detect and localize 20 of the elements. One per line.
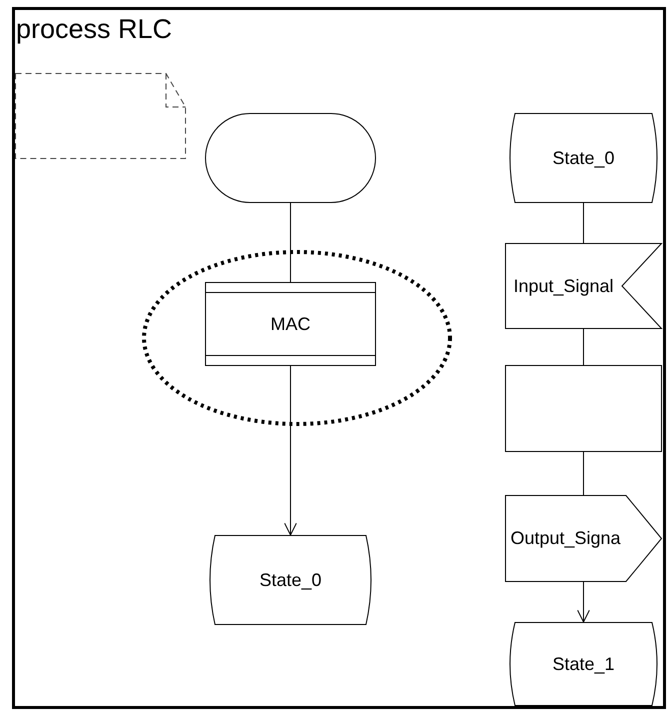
symbol-label: State_0 (552, 148, 615, 168)
symbol-label: State_0 (259, 570, 322, 590)
flow-line (583, 328, 584, 366)
symbol-label: MAC (270, 314, 310, 334)
flow-line (290, 202, 291, 282)
flow-arrow (284, 366, 297, 536)
output-signal-symbol (505, 495, 662, 582)
flow-arrow (577, 582, 590, 622)
comment-symbol (15, 73, 186, 159)
process-title: process RLC (16, 14, 172, 44)
task-symbol (505, 365, 662, 452)
flow-line (583, 452, 584, 496)
process-frame (12, 7, 666, 709)
input-signal-symbol (505, 243, 662, 329)
symbol-label: Output_Signa (510, 528, 621, 549)
start-symbol (205, 113, 376, 203)
symbol-label: Input_Signal (513, 276, 614, 296)
flow-line (583, 202, 584, 244)
procedure-call-symbol (205, 282, 376, 366)
symbol-label: State_1 (552, 654, 615, 674)
